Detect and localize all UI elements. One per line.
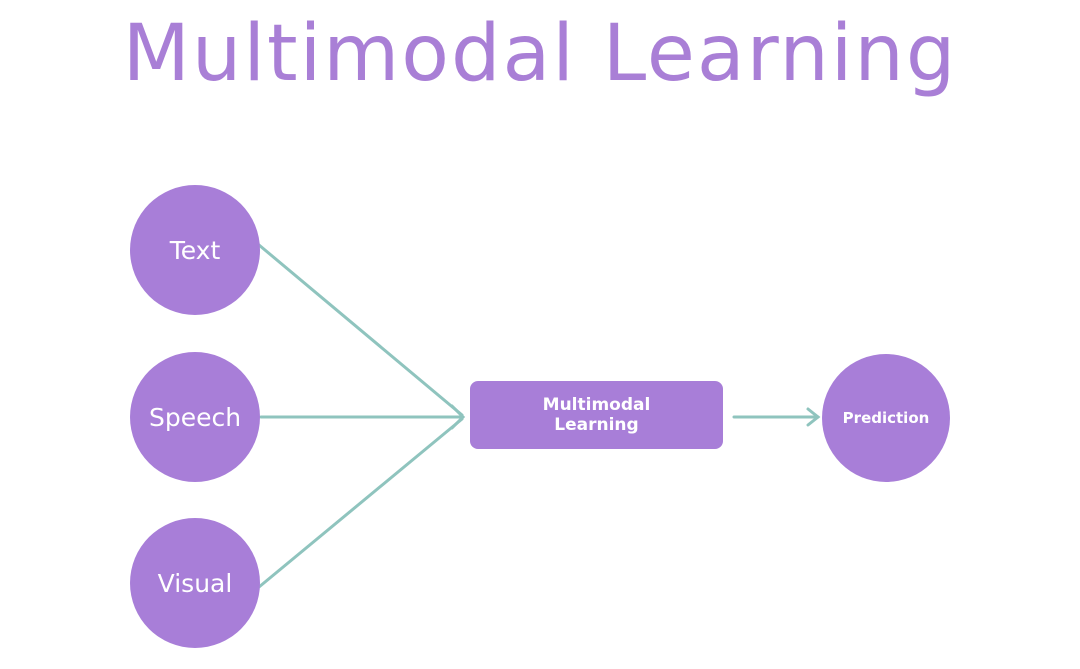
arrowhead-prediction-input [806, 407, 821, 427]
prediction-node: Prediction [822, 354, 950, 482]
arrowhead-learning-input [450, 404, 466, 430]
text-node-label: Text [169, 235, 221, 265]
prediction-node-label: Prediction [842, 409, 930, 427]
speech-node-label: Speech [148, 402, 242, 432]
multimodal-learning-box: Multimodal Learning [470, 381, 723, 449]
multimodal-learning-box-line-2: Learning [554, 415, 639, 435]
arrow-text-to-learning [257, 243, 464, 417]
speech-node: Speech [130, 352, 260, 482]
visual-node-label: Visual [157, 568, 233, 598]
visual-node: Visual [130, 518, 260, 648]
arrow-visual-to-learning [257, 417, 464, 589]
multimodal-learning-box-line-1: Multimodal [542, 395, 651, 415]
diagram-title: Multimodal Learning [122, 9, 958, 99]
text-node: Text [130, 185, 260, 315]
